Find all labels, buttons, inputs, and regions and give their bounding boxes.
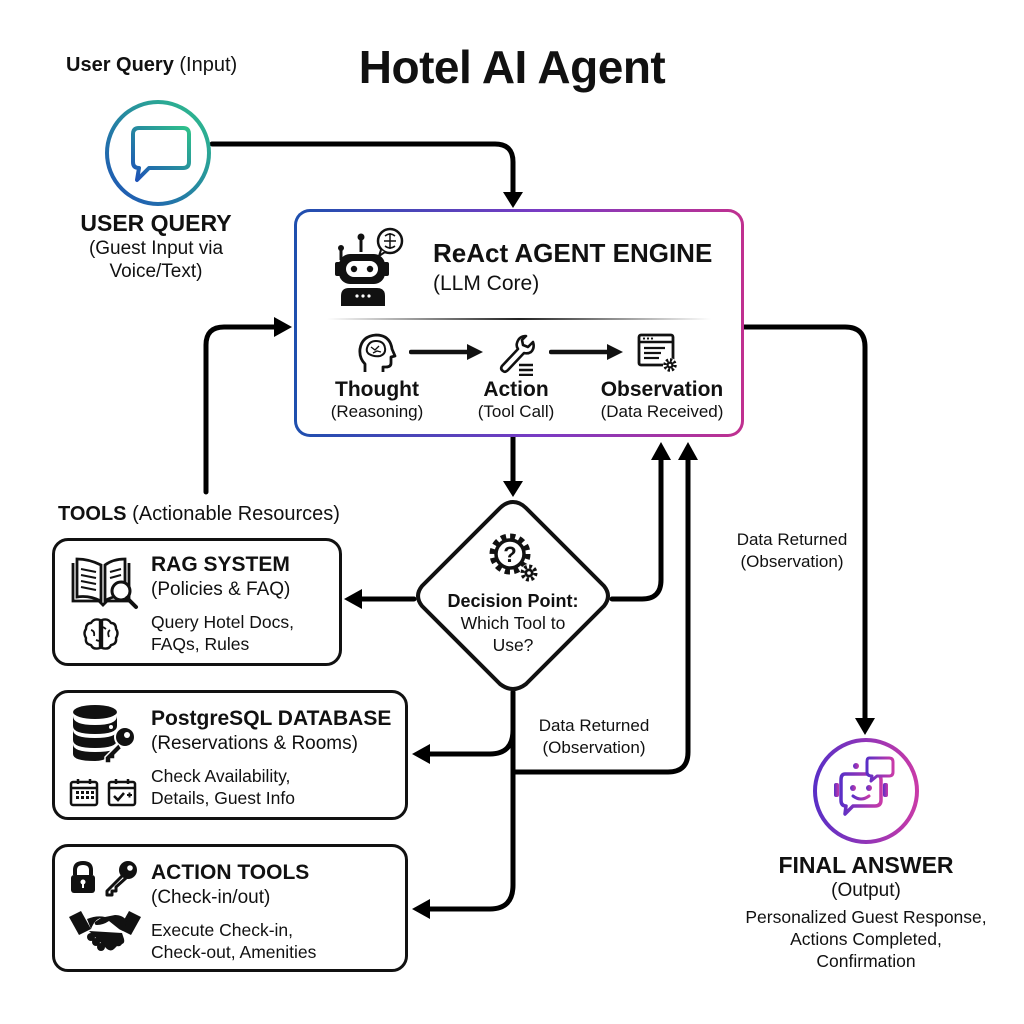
handshake-icon <box>69 911 141 951</box>
engine-step-thought: Thought (Reasoning) <box>302 378 452 422</box>
decision-text: Decision Point: Which Tool to Use? <box>430 590 596 656</box>
arrowhead-engine-to-decision <box>503 481 523 497</box>
decision-point[interactable] <box>410 496 616 696</box>
action-tools-title: ACTION TOOLS <box>151 861 310 884</box>
edge-label-right: Data Returned (Observation) <box>722 529 862 573</box>
postgres-desc-line-1: Check Availability, <box>151 766 291 786</box>
tools-section-label-rest: (Actionable Resources) <box>126 503 340 525</box>
window-gear-icon <box>637 333 677 372</box>
postgres-desc: Check Availability, Details, Guest Info <box>151 765 295 809</box>
book-search-icon <box>71 557 138 609</box>
step-thought-title: Thought <box>335 378 419 401</box>
robot-brain-icon <box>335 227 404 306</box>
svg-text:?: ? <box>503 542 516 567</box>
decision-line-3: Use? <box>492 635 534 655</box>
arrowhead-query-to-engine <box>503 192 523 208</box>
final-answer-desc-line-3: Confirmation <box>816 951 916 971</box>
step-action-subtitle: (Tool Call) <box>477 402 555 421</box>
input-section-label-rest: (Input) <box>173 54 238 76</box>
chat-bubble-icon <box>105 100 211 206</box>
tool-postgresql-database[interactable]: PostgreSQL DATABASE (Reservations & Room… <box>52 690 408 820</box>
edge-tools-to-engine <box>203 324 281 495</box>
input-section-label: User Query (Input) <box>66 54 237 77</box>
chatbot-icon <box>813 738 919 844</box>
arrowhead-decision-to-action <box>412 899 430 919</box>
final-answer-title: FINAL ANSWER <box>778 852 954 878</box>
arrowhead-engine-to-final <box>855 718 875 735</box>
tool-action-tools[interactable]: ACTION TOOLS (Check-in/out) Execute Chec… <box>52 844 408 972</box>
step-thought-subtitle: (Reasoning) <box>330 402 424 421</box>
final-answer-node[interactable] <box>811 736 921 846</box>
edge-label-right-line-2: (Observation) <box>740 552 844 571</box>
tools-section-label: TOOLS (Actionable Resources) <box>58 503 340 526</box>
user-query-title: USER QUERY <box>80 210 232 236</box>
arrowhead-decision-to-rag <box>344 589 362 609</box>
edge-engine-to-final <box>741 324 868 723</box>
edge-query-to-engine <box>209 141 516 199</box>
action-tools-desc: Execute Check-in, Check-out, Amenities <box>151 919 316 963</box>
postgres-subtitle: (Reservations & Rooms) <box>151 733 358 754</box>
head-brain-icon <box>358 333 397 372</box>
engine-title: ReAct AGENT ENGINE <box>433 238 713 268</box>
wrench-icon <box>499 334 535 376</box>
decision-line-2: Which Tool to <box>460 613 566 633</box>
gear-question-icon: ? <box>489 533 538 582</box>
user-query-node[interactable] <box>103 98 213 208</box>
final-answer-desc-line-1: Personalized Guest Response, <box>745 907 987 927</box>
action-to-observation-arrow-icon <box>549 344 623 360</box>
key-icon <box>105 861 137 897</box>
user-query-text: USER QUERY (Guest Input via Voice/Text) <box>56 210 256 283</box>
thought-to-action-arrow-icon <box>409 344 483 360</box>
postgres-title: PostgreSQL DATABASE <box>151 707 392 730</box>
react-agent-engine[interactable]: ReAct AGENT ENGINE (LLM Core) <box>294 209 744 437</box>
tool-rag-system[interactable]: RAG SYSTEM (Policies & FAQ) Query Hotel … <box>52 538 342 666</box>
rag-title: RAG SYSTEM <box>151 553 290 576</box>
lock-icon <box>71 861 95 893</box>
brain-icon <box>83 618 119 650</box>
final-answer-desc-line-2: Actions Completed, <box>790 929 942 949</box>
user-query-subtitle-1: (Guest Input via <box>88 238 224 259</box>
edge-label-middle: Data Returned (Observation) <box>524 715 664 759</box>
arrowhead-decision-to-engine <box>651 442 671 460</box>
final-answer-subtitle: (Output) <box>831 880 901 901</box>
action-tools-desc-line-1: Execute Check-in, <box>151 920 294 940</box>
rag-subtitle: (Policies & FAQ) <box>151 579 291 600</box>
database-key-icon <box>73 705 136 764</box>
rag-desc-line-2: FAQs, Rules <box>151 634 250 654</box>
edge-decision-to-db <box>425 689 516 757</box>
engine-step-action: Action (Tool Call) <box>441 378 591 422</box>
calendar-grid-icon <box>69 779 99 807</box>
decision-title: Decision Point: <box>447 591 579 611</box>
arrowhead-tools-to-engine <box>274 317 292 337</box>
user-query-subtitle-2: Voice/Text) <box>109 261 203 282</box>
rag-desc-line-1: Query Hotel Docs, <box>151 612 294 632</box>
page-title: Hotel AI Agent <box>358 41 666 93</box>
engine-step-observation: Observation (Data Received) <box>577 378 747 422</box>
engine-divider <box>327 318 711 320</box>
action-tools-desc-line-2: Check-out, Amenities <box>151 942 317 962</box>
postgres-desc-line-2: Details, Guest Info <box>151 788 295 808</box>
rag-desc: Query Hotel Docs, FAQs, Rules <box>151 611 294 655</box>
engine-subtitle: (LLM Core) <box>433 272 540 295</box>
edge-label-middle-line-2: (Observation) <box>542 738 646 757</box>
edge-label-right-line-1: Data Returned <box>736 530 848 549</box>
arrowhead-tools-return-to-engine <box>678 442 698 460</box>
tools-section-label-bold: TOOLS <box>58 503 127 525</box>
input-section-label-bold: User Query <box>66 54 174 76</box>
action-tools-subtitle: (Check-in/out) <box>151 887 271 908</box>
step-observation-title: Observation <box>600 378 724 401</box>
edge-decision-to-engine <box>609 455 664 602</box>
step-action-title: Action <box>483 378 549 401</box>
edge-label-middle-line-1: Data Returned <box>538 716 650 735</box>
arrowhead-decision-to-db <box>412 744 430 764</box>
final-answer-text: FINAL ANSWER (Output) Personalized Guest… <box>726 852 1006 972</box>
edge-decision-to-action <box>425 727 516 912</box>
calendar-check-icon <box>107 779 137 807</box>
step-observation-subtitle: (Data Received) <box>600 402 724 421</box>
